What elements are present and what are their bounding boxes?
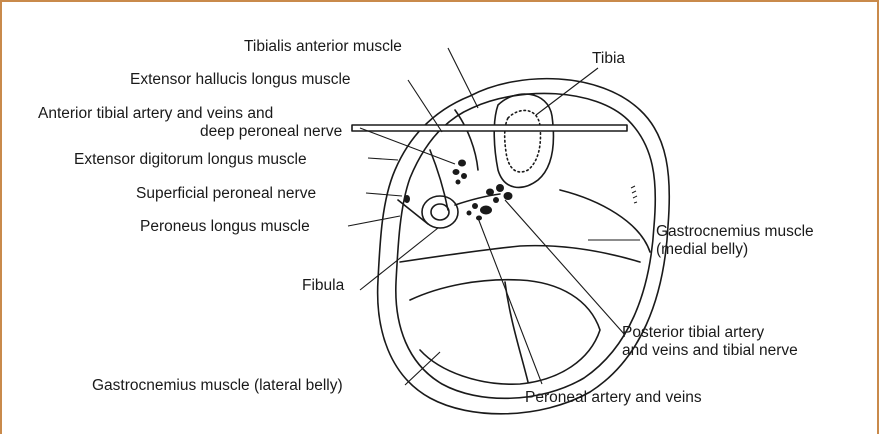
- fibula-inner: [431, 204, 449, 220]
- compartment-line-lateral: [400, 246, 640, 262]
- label-extensor-digitorum: Extensor digitorum longus muscle: [74, 151, 307, 169]
- tibia-medulla: [505, 110, 541, 172]
- label-anterior-tibial-1: Anterior tibial artery and veins and: [38, 105, 273, 123]
- compartment-line-posterior: [560, 190, 650, 252]
- label-gastroc-lateral: Gastrocnemius muscle (lateral belly): [92, 377, 343, 395]
- label-posterior-tibial-2: and veins and tibial nerve: [622, 342, 798, 360]
- extensor-hallucis-outline: [455, 110, 478, 170]
- label-tibialis-anterior: Tibialis anterior muscle: [244, 38, 402, 56]
- label-superficial-peroneal: Superficial peroneal nerve: [136, 185, 316, 203]
- label-anterior-tibial-2: deep peroneal nerve: [200, 123, 342, 141]
- septum-anterior: [430, 150, 448, 210]
- label-gastroc-medial-2: (medial belly): [656, 241, 748, 259]
- label-peroneus-longus: Peroneus longus muscle: [140, 218, 310, 236]
- label-peroneal-artery: Peroneal artery and veins: [525, 389, 702, 407]
- label-tibia: Tibia: [592, 50, 625, 68]
- probe-bar: [352, 125, 627, 131]
- fibula-bone: [422, 196, 458, 228]
- label-extensor-hallucis: Extensor hallucis longus muscle: [130, 71, 351, 89]
- label-fibula: Fibula: [302, 277, 344, 295]
- label-gastroc-medial-1: Gastrocnemius muscle: [656, 223, 814, 241]
- label-posterior-tibial-1: Posterior tibial artery: [622, 324, 764, 342]
- soleus-outline: [410, 280, 600, 384]
